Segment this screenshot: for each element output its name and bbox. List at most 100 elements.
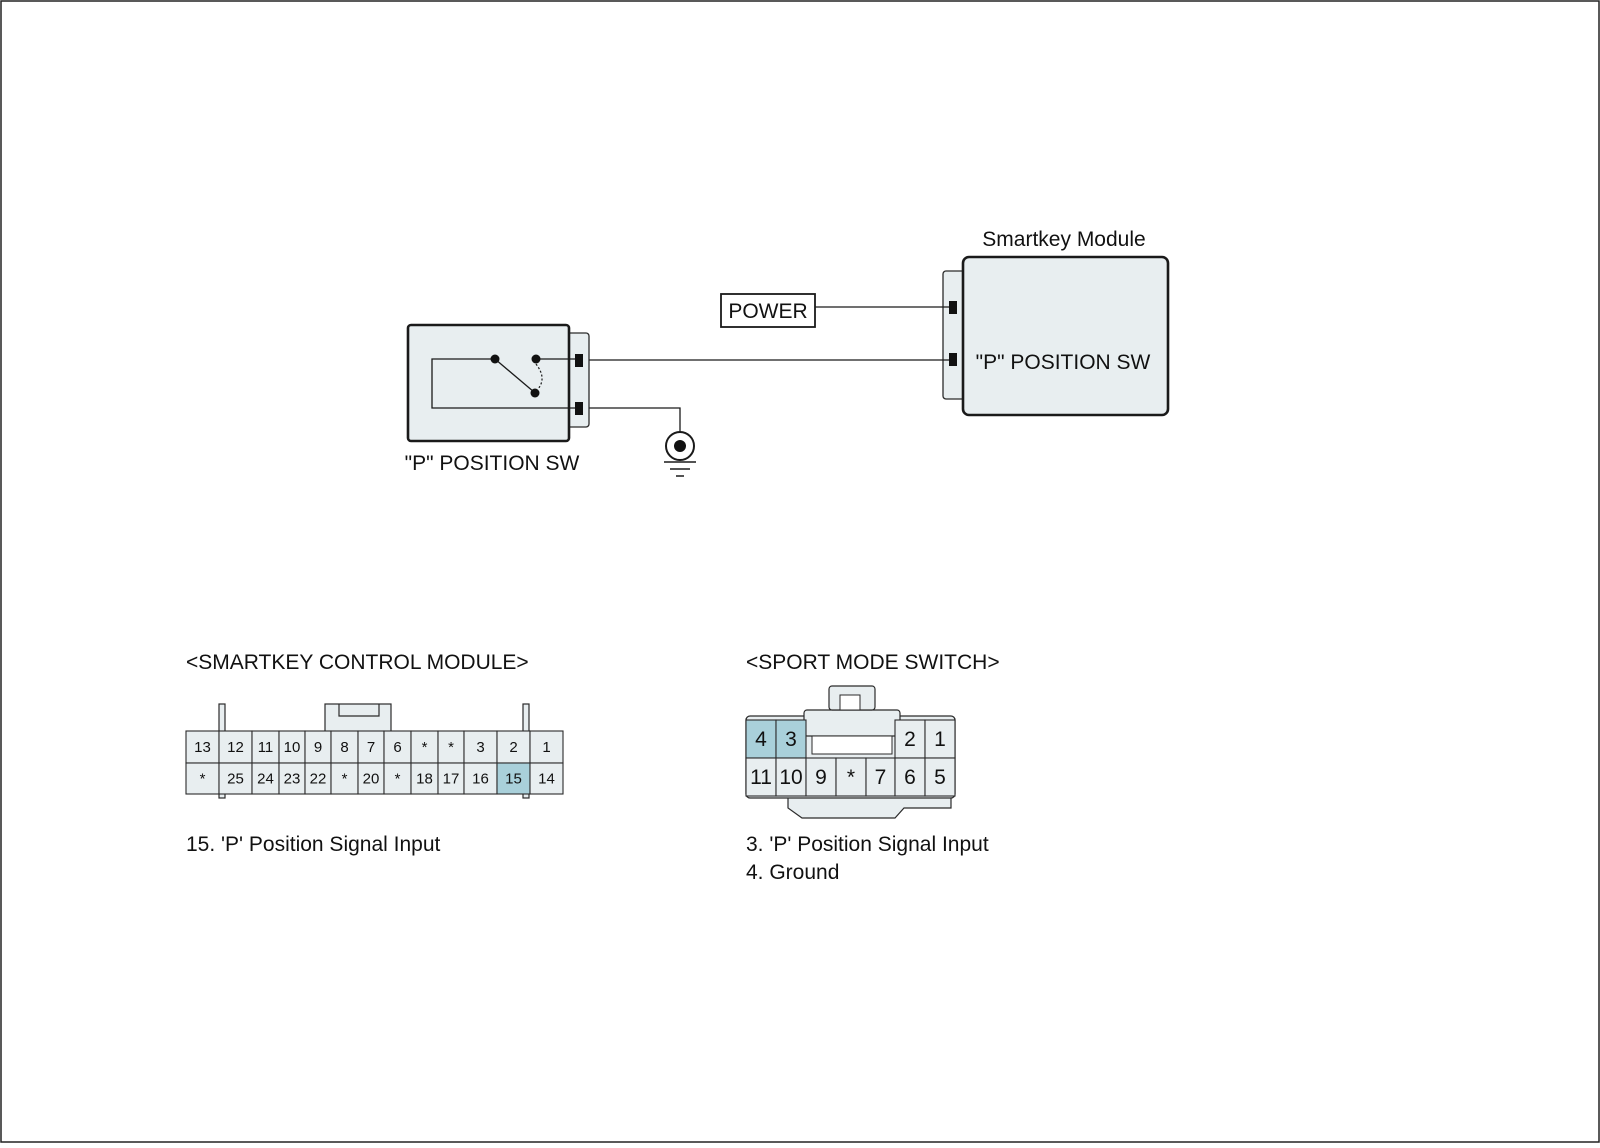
pin-number: 2	[904, 728, 916, 751]
pin-cell	[924, 719, 956, 759]
smartkey-module-pin-label: "P" POSITION SW	[976, 351, 1151, 374]
pin-cell	[805, 757, 837, 797]
pin-number: *	[422, 739, 428, 756]
smartkey-connector-lock-notch	[338, 704, 380, 717]
ground-center	[674, 440, 686, 452]
pin-number: 12	[227, 739, 244, 756]
switch-contact-arm	[494, 358, 535, 393]
pin-cell	[775, 719, 807, 759]
pin-number: 15	[505, 771, 522, 788]
switch-signal-terminal	[575, 354, 583, 367]
power-label-box	[720, 293, 816, 328]
sport-connector-title: <SPORT MODE SWITCH>	[746, 651, 1000, 674]
switch-pivot-dot	[490, 354, 500, 364]
pin-cell	[383, 762, 412, 795]
ground-wire	[584, 407, 681, 432]
pin-cell	[496, 762, 531, 795]
switch-body	[406, 323, 571, 443]
pin-number: 10	[779, 766, 802, 789]
sport-connector-bottom-key	[787, 796, 952, 819]
pin-number: 14	[538, 771, 555, 788]
smartkey-connector-title: <SMARTKEY CONTROL MODULE>	[186, 651, 529, 674]
pin-cell	[529, 730, 564, 764]
pin-cell	[251, 762, 280, 795]
power-source: POWER	[720, 293, 816, 328]
p-position-switch: "P" POSITION SW	[405, 323, 590, 475]
pin-cell	[185, 762, 220, 795]
pin-cell	[185, 730, 220, 764]
switch-contact-dot-bottom	[530, 388, 540, 398]
pin-cell	[304, 762, 332, 795]
pin-number: 23	[284, 771, 301, 788]
pin-cell	[357, 730, 385, 764]
smartkey-power-terminal	[949, 301, 957, 314]
pin-number: *	[200, 771, 206, 788]
pin-number: 20	[363, 771, 380, 788]
sport-connector-key-slot	[811, 735, 893, 755]
pin-cell	[529, 762, 564, 795]
pin-number: 18	[416, 771, 433, 788]
smartkey-module-title: Smartkey Module	[982, 228, 1145, 251]
pin-number: 8	[340, 739, 348, 756]
pin-cell	[383, 730, 412, 764]
pin-cell	[218, 730, 253, 764]
pin-cell	[278, 762, 306, 795]
power-label: POWER	[728, 300, 807, 323]
switch-travel-arc	[535, 363, 543, 390]
smartkey-module: Smartkey Module "P" POSITION SW	[942, 228, 1170, 417]
pin-cell	[330, 762, 359, 795]
switch-internal-wire	[431, 358, 575, 409]
pin-number: 16	[472, 771, 489, 788]
sport-connector-latch-window	[839, 694, 861, 711]
pin-number: 24	[257, 771, 274, 788]
pin-number: *	[395, 771, 401, 788]
sport-connector-latch-base	[803, 709, 901, 737]
pin-cell	[218, 762, 253, 795]
pin-cell	[924, 757, 956, 797]
pin-cell	[437, 762, 465, 795]
pin-number: 17	[443, 771, 460, 788]
pin-number: 11	[258, 739, 274, 756]
pin-number: 3	[785, 728, 797, 751]
pin-number: 3	[476, 739, 484, 756]
smartkey-p-sw-terminal	[949, 353, 957, 366]
pin-number: 7	[875, 766, 887, 789]
pin-number: 6	[904, 766, 916, 789]
pin-number: 11	[750, 766, 772, 789]
pin-number: *	[847, 766, 855, 789]
switch-label: "P" POSITION SW	[405, 452, 580, 475]
pin-number: 4	[755, 728, 767, 751]
pin-cell	[775, 757, 807, 797]
sport-note-2: 4. Ground	[746, 861, 839, 884]
switch-ground-terminal	[575, 402, 583, 415]
smartkey-note-1: 15. 'P' Position Signal Input	[186, 833, 441, 856]
pin-number: 9	[815, 766, 827, 789]
pin-cell	[894, 757, 926, 797]
pin-cell	[865, 757, 896, 797]
pin-cell	[410, 730, 439, 764]
pin-number: *	[342, 771, 348, 788]
smartkey-module-body	[961, 255, 1170, 417]
pin-number: 1	[542, 739, 550, 756]
pin-cell	[357, 762, 385, 795]
smartkey-connector-lock-tab	[324, 703, 392, 733]
pin-number: 2	[509, 739, 517, 756]
pin-number: 7	[367, 739, 375, 756]
pin-number: *	[448, 739, 454, 756]
pin-number: 6	[393, 739, 401, 756]
pin-cell	[835, 757, 867, 797]
pin-number: 9	[314, 739, 322, 756]
pin-number: 25	[227, 771, 244, 788]
ground-icon	[664, 431, 696, 477]
switch-contact-dot-top	[531, 354, 541, 364]
pin-number: 1	[934, 728, 946, 751]
pin-number: 13	[194, 739, 211, 756]
pin-cell	[894, 719, 926, 759]
